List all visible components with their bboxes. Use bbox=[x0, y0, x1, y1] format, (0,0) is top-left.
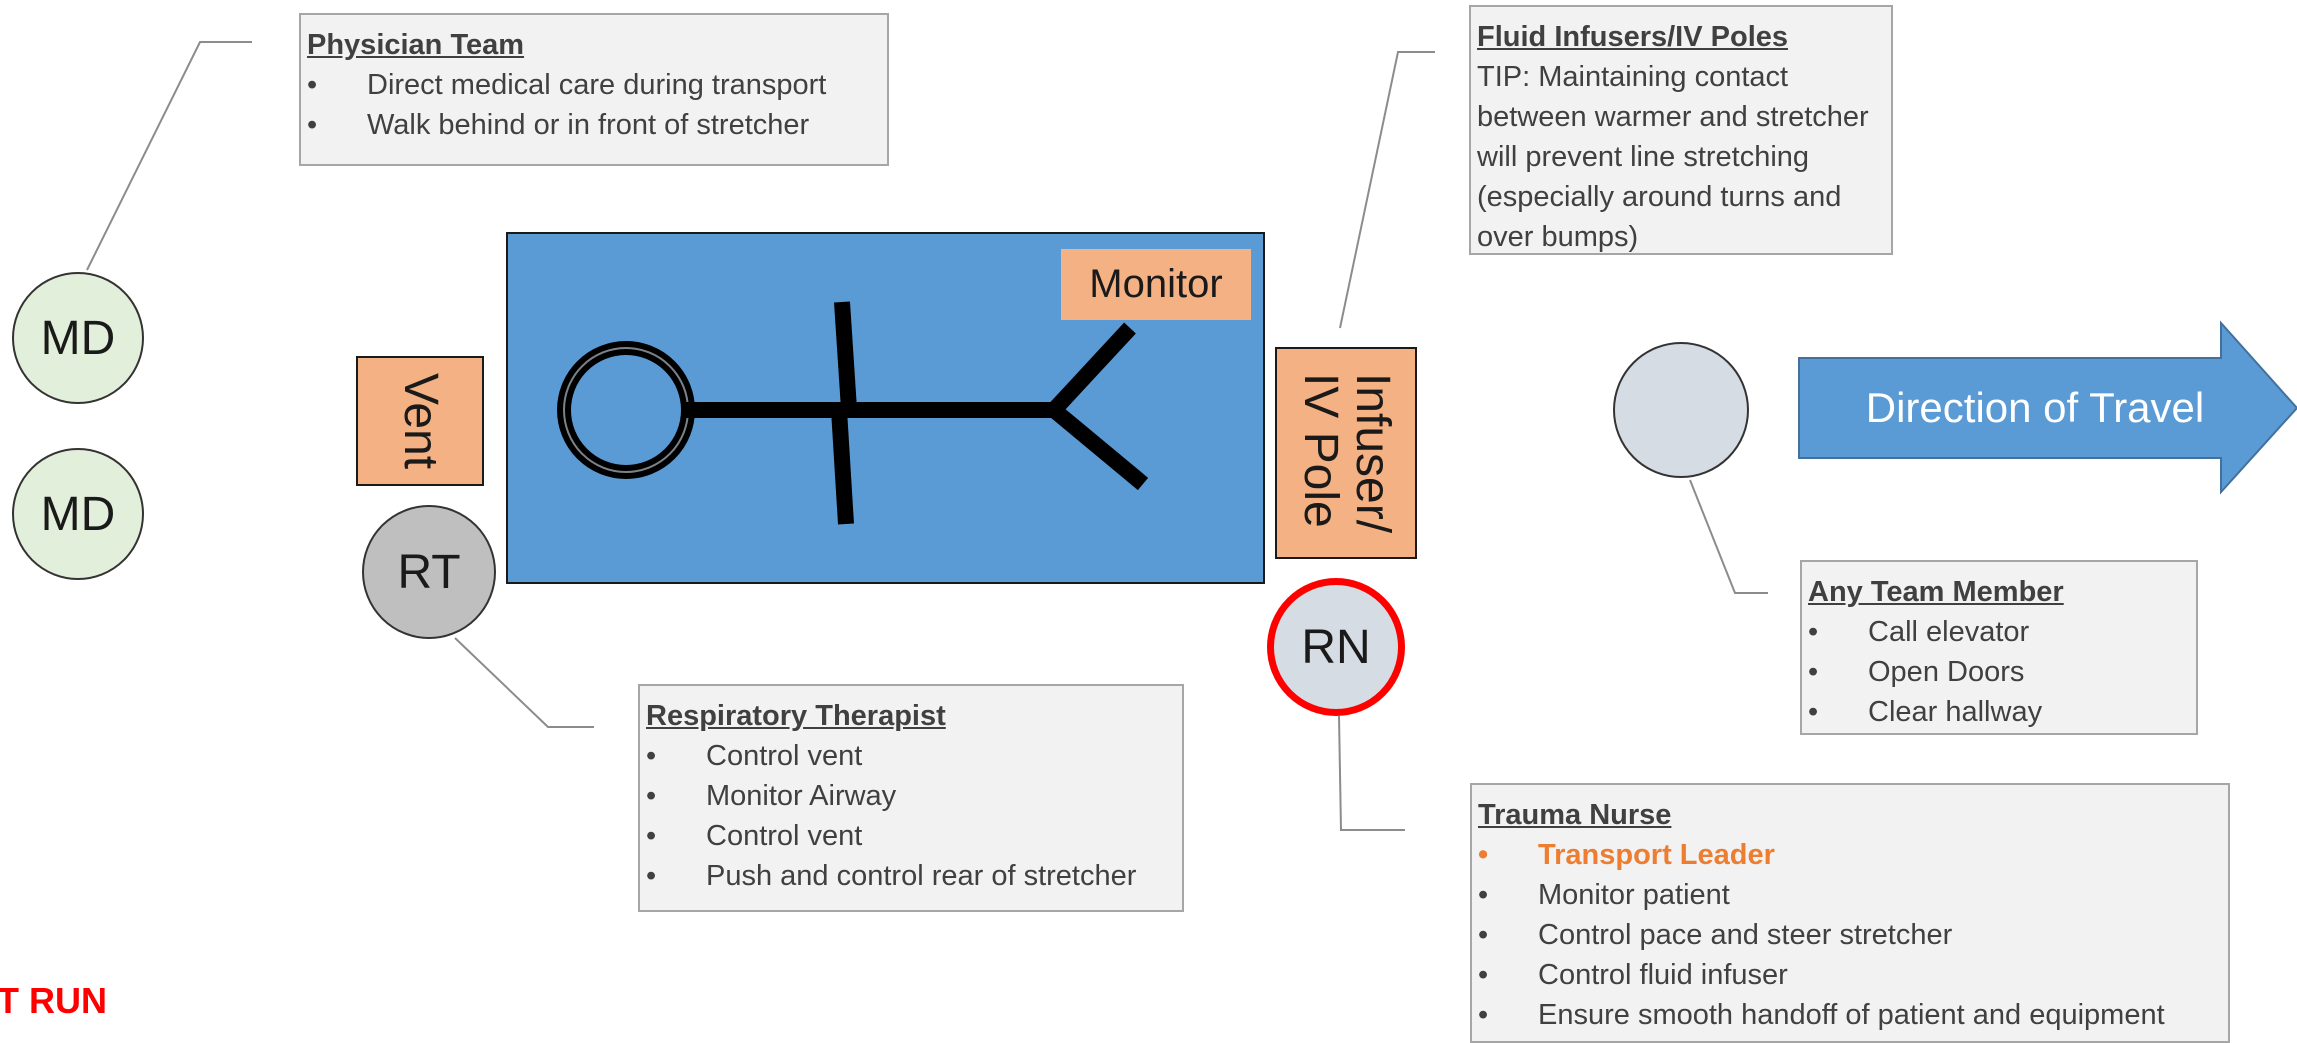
team-member-circle bbox=[1613, 342, 1749, 478]
vent-label: Vent bbox=[394, 372, 447, 470]
rt-connector bbox=[454, 637, 594, 728]
vent-box: Vent bbox=[356, 356, 484, 486]
rn-label: RN bbox=[1301, 620, 1371, 674]
rt-circle: RT bbox=[362, 505, 496, 639]
monitor-box: Monitor bbox=[1061, 249, 1251, 320]
infuser-box: Infuser/ IV Pole bbox=[1275, 347, 1417, 559]
respiratory-therapist-title: Respiratory Therapist bbox=[646, 700, 946, 732]
md-circle-1: MD bbox=[12, 272, 144, 404]
md-connector bbox=[86, 41, 252, 271]
fluid-infusers-title: Fluid Infusers/IV Poles bbox=[1477, 21, 1789, 53]
md-circle-2: MD bbox=[12, 448, 144, 580]
list-item: Monitor Airway bbox=[646, 776, 1176, 816]
md-label: MD bbox=[40, 487, 116, 541]
list-item: Monitor patient bbox=[1478, 875, 2222, 915]
list-item: Push and control rear of stretcher bbox=[646, 856, 1176, 896]
physician-team-callout: Physician Team Direct medical care durin… bbox=[299, 13, 889, 166]
physician-team-title: Physician Team bbox=[307, 29, 525, 61]
list-item: Walk behind or in front of stretcher bbox=[307, 105, 881, 145]
rn-circle: RN bbox=[1267, 578, 1405, 716]
patient-figure-icon bbox=[557, 301, 1149, 525]
list-item: Control vent bbox=[646, 736, 1176, 776]
list-item: Direct medical care during transport bbox=[307, 65, 881, 105]
direction-arrow bbox=[1798, 320, 2297, 495]
infuser-connector bbox=[1339, 51, 1435, 329]
direction-label: Direction of Travel bbox=[1865, 384, 2205, 431]
footer-run-text: T RUN bbox=[0, 980, 107, 1021]
respiratory-therapist-callout: Respiratory Therapist Control vent Monit… bbox=[638, 684, 1184, 912]
rn-connector bbox=[1338, 715, 1405, 831]
md-label: MD bbox=[40, 311, 116, 365]
list-item: Ensure smooth handoff of patient and equ… bbox=[1478, 995, 2222, 1035]
trauma-nurse-callout: Trauma Nurse Transport Leader Monitor pa… bbox=[1470, 783, 2230, 1043]
any-team-member-title: Any Team Member bbox=[1808, 576, 2064, 608]
trauma-nurse-title: Trauma Nurse bbox=[1478, 799, 1672, 831]
infuser-label: Infuser/ IV Pole bbox=[1294, 372, 1399, 534]
fluid-infusers-tip: TIP: Maintaining contact between warmer … bbox=[1477, 61, 1869, 253]
list-item: Open Doors bbox=[1808, 652, 2190, 692]
fluid-infusers-callout: Fluid Infusers/IV Poles TIP: Maintaining… bbox=[1469, 5, 1893, 255]
list-item: Call elevator bbox=[1808, 612, 2190, 652]
transport-leader-item: Transport Leader bbox=[1478, 835, 2222, 875]
rt-label: RT bbox=[397, 545, 461, 599]
monitor-label: Monitor bbox=[1089, 262, 1223, 306]
any-team-member-callout: Any Team Member Call elevator Open Doors… bbox=[1800, 560, 2198, 735]
list-item: Control vent bbox=[646, 816, 1176, 856]
member-connector bbox=[1689, 479, 1768, 594]
list-item: Control fluid infuser bbox=[1478, 955, 2222, 995]
list-item: Clear hallway bbox=[1808, 692, 2190, 732]
list-item: Control pace and steer stretcher bbox=[1478, 915, 2222, 955]
